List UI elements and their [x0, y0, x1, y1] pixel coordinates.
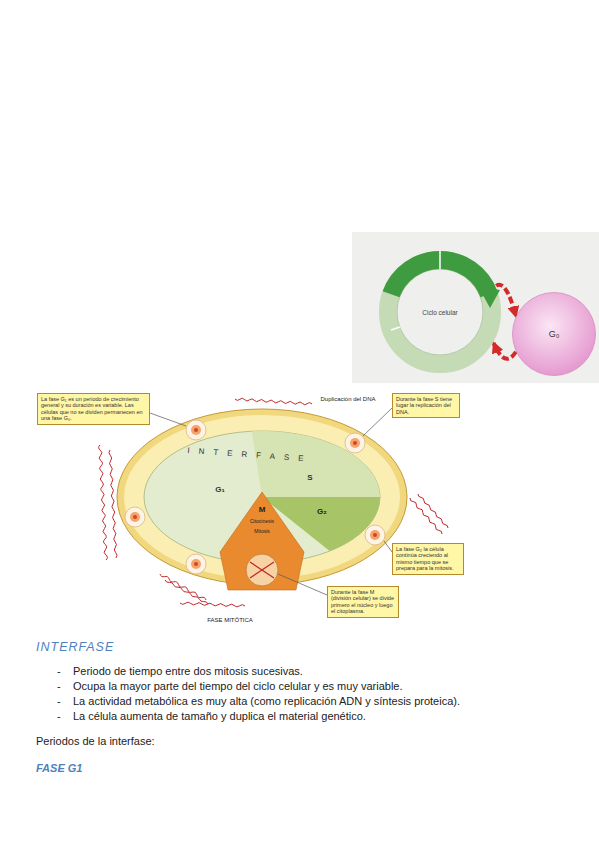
bullet-dash: - [57, 680, 61, 693]
chromosome-squiggles [99, 398, 448, 607]
nucleus [130, 512, 140, 522]
nucleolus [373, 533, 377, 537]
leader-line [363, 408, 392, 436]
bullet-dash: - [57, 665, 61, 678]
cells [125, 420, 385, 574]
callout-text: Durante la fase S tiene lugar la replica… [396, 396, 456, 415]
callout-text: La fase G₂ la célula continúa creciendo … [396, 546, 460, 571]
nucleus [191, 425, 201, 435]
cell [186, 554, 206, 574]
leader-line [150, 413, 186, 426]
mitosis-cell [246, 554, 278, 586]
cycle-arrow [494, 343, 516, 359]
bullet-dash: - [57, 710, 61, 723]
sector-label: G₂ [317, 507, 327, 516]
callout-box: Durante la fase S tiene lugar la replica… [392, 393, 460, 418]
cell [125, 507, 145, 527]
chromosome-squiggle [418, 494, 448, 528]
callout-box: La fase G₁ es un periodo de crecimiento … [37, 393, 150, 425]
sector-sublabel: Mitosis [254, 529, 270, 535]
phase-caption: FASE MITÓTICA [207, 617, 253, 624]
node-label: G₀ [549, 329, 560, 339]
leader-line [278, 574, 327, 595]
spindle [250, 562, 274, 578]
sector-label: M [259, 505, 266, 514]
m-sector [220, 492, 304, 590]
chromosome-squiggle [165, 580, 208, 604]
leader-line [384, 541, 392, 552]
sector-label: G₁ [215, 485, 225, 494]
sector-label: S [307, 473, 312, 482]
subheading: FASE G1 [36, 762, 82, 775]
callout-text: La fase G₁ es un periodo de crecimiento … [41, 396, 146, 421]
ring-divider [439, 251, 441, 269]
ring-divider [391, 327, 400, 330]
bullet-text: La célula aumenta de tamaño y duplica el… [73, 710, 366, 723]
chromosome-squiggle [160, 574, 206, 600]
diagram-note: Duplicación del DNA [320, 396, 375, 403]
spindle [250, 562, 274, 578]
nucleolus [133, 515, 137, 519]
callout-box: Durante la fase M (división celular) se … [327, 586, 399, 618]
chromosome-squiggle [410, 498, 442, 534]
chromosome-squiggle [99, 445, 108, 560]
nucleolus [194, 428, 198, 432]
nucleolus [194, 562, 198, 566]
nucleus [191, 559, 201, 569]
sector-sublabel: Citocinesis [250, 519, 274, 525]
bullet-text: Periodo de tiempo entre dos mitosis suce… [73, 665, 303, 678]
g0-circle: G₀ [512, 292, 596, 376]
callout-text: Durante la fase M (división celular) se … [331, 589, 395, 614]
chromosome-squiggle [109, 450, 117, 558]
bullet-text: La actividad metabólica es muy alta (com… [73, 695, 460, 708]
cell [345, 433, 365, 453]
cell-cycle-ring: Ciclo celular [378, 250, 502, 374]
nucleus [350, 438, 360, 448]
section-heading: INTERFASE [36, 640, 114, 654]
cell [365, 525, 385, 545]
node-label: Ciclo celular [422, 309, 457, 316]
ring-arrowhead [478, 286, 500, 308]
s-sector [252, 431, 380, 497]
bullet-dash: - [57, 695, 61, 708]
paragraph: Periodos de la interfase: [36, 735, 155, 748]
bullet-text: Ocupa la mayor parte del tiempo del cicl… [73, 680, 403, 693]
ring-edge [397, 269, 483, 355]
image-ground [352, 232, 599, 383]
nucleolus [353, 441, 357, 445]
ring-band [388, 260, 492, 364]
cell [186, 420, 206, 440]
chromosome-squiggle [235, 398, 312, 405]
chromosome-squiggle [180, 602, 245, 607]
g0-disc [513, 293, 596, 376]
nucleus [370, 530, 380, 540]
callout-box: La fase G₂ la célula continúa creciendo … [392, 543, 464, 575]
